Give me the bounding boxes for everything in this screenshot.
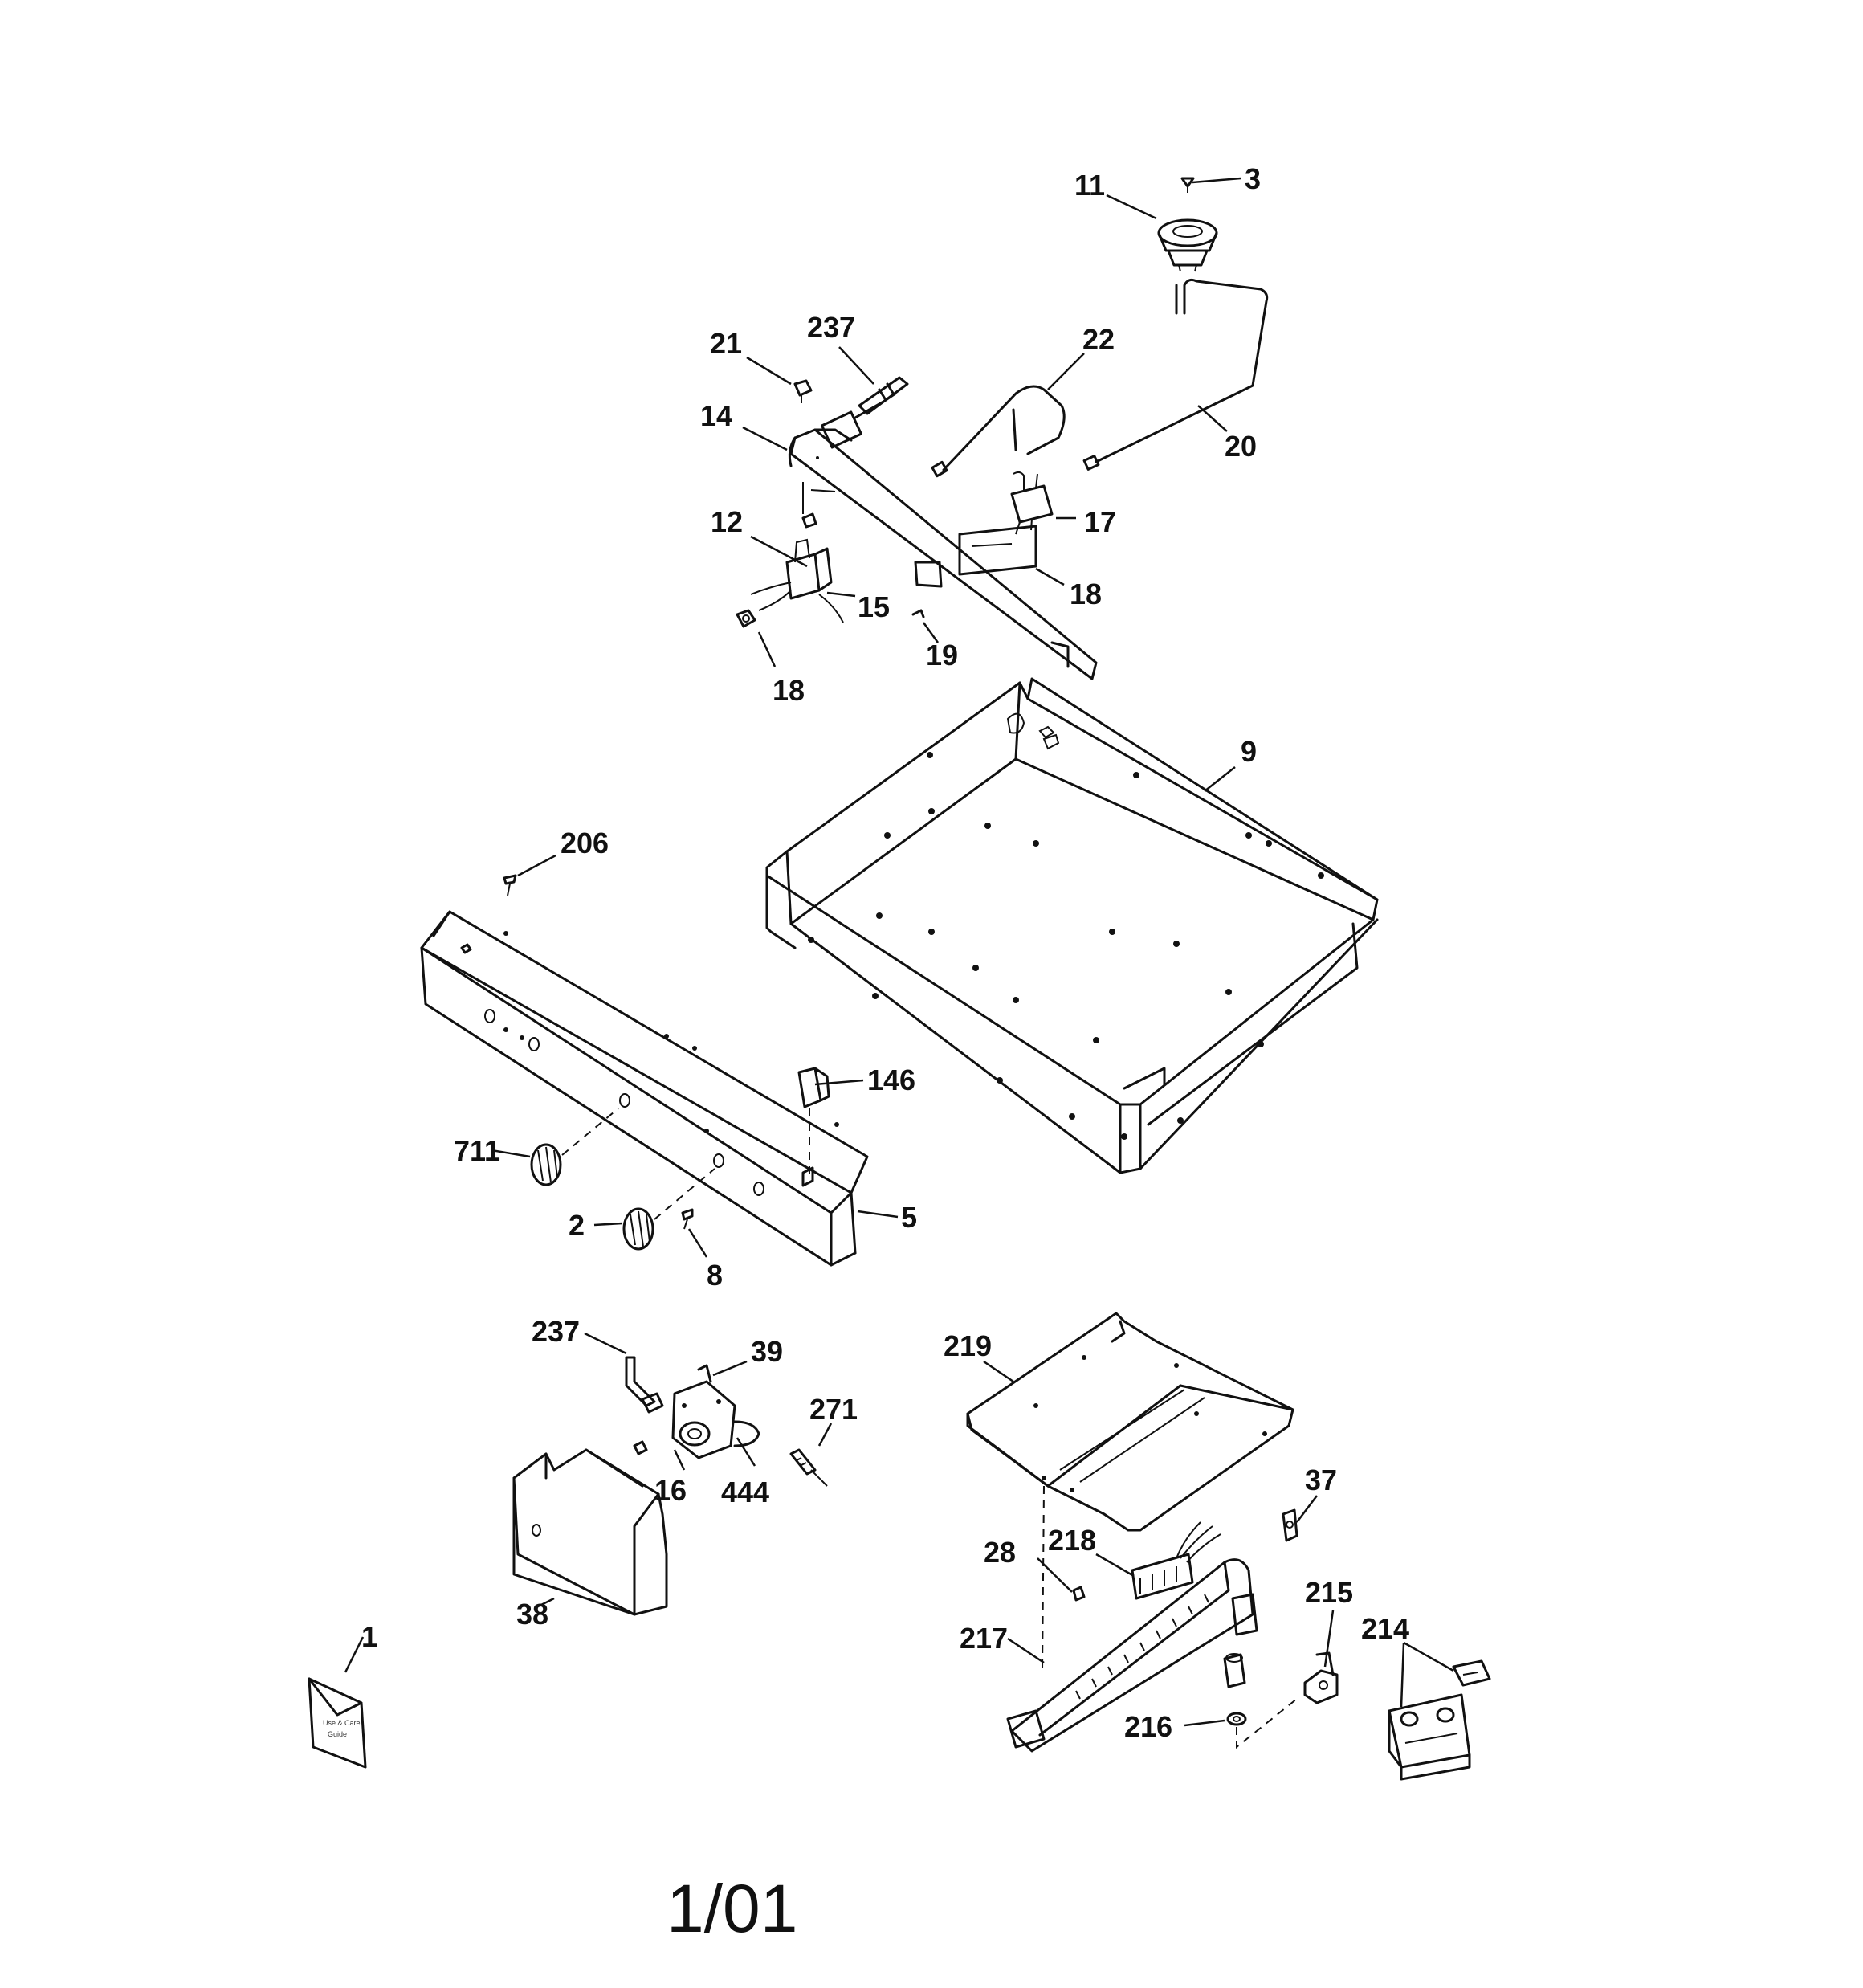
callout-146: 146 [867, 1063, 915, 1096]
callout-39: 39 [751, 1335, 783, 1368]
leader-lines [344, 177, 1454, 1727]
part-17-igniter-switch [1010, 471, 1054, 535]
part-237-orifice-top [858, 376, 909, 415]
part-214-spark-module [1388, 1659, 1491, 1781]
part-14-burner-tube [788, 392, 1098, 680]
part-9-burner-box-tray [765, 677, 1379, 1174]
part-217-burner-tube [1006, 1558, 1258, 1753]
callout-20: 20 [1225, 430, 1257, 463]
part-711-knob [530, 1143, 562, 1186]
callout-214: 214 [1361, 1612, 1409, 1645]
callout-217: 217 [960, 1622, 1008, 1655]
callout-3: 3 [1245, 162, 1261, 195]
part-38-valve-cover [512, 1448, 668, 1616]
callout-8: 8 [707, 1259, 723, 1292]
callout-38: 38 [516, 1598, 548, 1631]
callout-5: 5 [901, 1201, 917, 1234]
part-219-burner-shield [966, 1312, 1294, 1532]
part-18-nut-left [736, 609, 756, 628]
callout-2: 2 [569, 1209, 585, 1242]
part-5-control-panel [420, 910, 869, 1267]
callout-206: 206 [561, 827, 609, 859]
part-18-bracket-right [958, 525, 1037, 576]
part-3-screw [1180, 177, 1195, 193]
callout-215: 215 [1305, 1576, 1353, 1609]
part-28-screw [1072, 1586, 1086, 1602]
callout-16: 16 [654, 1474, 687, 1507]
callout-218: 218 [1048, 1524, 1096, 1557]
leader-dash-2 [654, 1168, 715, 1220]
manual-bag-line-1: Use & Care [323, 1719, 361, 1727]
callout-22: 22 [1082, 323, 1115, 356]
leader-dash-219 [1042, 1485, 1045, 1672]
callout-11: 11 [1074, 169, 1105, 202]
callout-12: 12 [711, 505, 743, 538]
callout-37: 37 [1305, 1463, 1337, 1496]
part-11-burner-head [1157, 218, 1218, 272]
part-2-knob [622, 1207, 654, 1251]
callout-271: 271 [809, 1393, 858, 1426]
callout-219: 219 [944, 1329, 992, 1362]
part-37-tab [1282, 1508, 1298, 1542]
part-271-thermocouple [789, 1448, 828, 1487]
callout-17: 17 [1084, 505, 1116, 538]
callout-1: 1 [361, 1620, 377, 1653]
part-215-bracket [1303, 1651, 1339, 1704]
leader-dash-711 [561, 1108, 619, 1156]
callout-711: 711 [454, 1134, 500, 1167]
callout-9: 9 [1241, 735, 1257, 768]
part-8-screw [681, 1208, 694, 1230]
manual-bag-line-2: Guide [328, 1730, 347, 1738]
callout-216: 216 [1124, 1710, 1172, 1743]
part-16-screw [633, 1440, 648, 1455]
callout-28: 28 [984, 1536, 1016, 1569]
footer-date-code: 1/01 [667, 1871, 798, 1946]
part-21-nut [793, 379, 813, 403]
part-216-ignitor-electrode [1223, 1653, 1247, 1726]
part-19-screw [911, 609, 925, 618]
callout-18-right: 18 [1070, 578, 1102, 610]
part-146-clip [797, 1067, 830, 1108]
callout-444: 444 [721, 1476, 769, 1508]
callout-18-left: 18 [773, 674, 805, 707]
callout-21: 21 [710, 327, 742, 360]
part-237-orifice-lower [625, 1356, 664, 1414]
callout-labels: 3 11 21 237 22 14 20 12 17 15 18 19 18 9… [361, 162, 1409, 1743]
part-12-igniter [750, 512, 844, 623]
part-20-gas-tube [1082, 278, 1269, 471]
callout-15: 15 [858, 590, 890, 623]
part-218-igniter-block [1131, 1521, 1221, 1600]
callout-19: 19 [926, 639, 958, 672]
part-206-screw [503, 874, 517, 896]
callout-237-lower: 237 [532, 1315, 580, 1348]
leader-dash-216 [1236, 1698, 1298, 1749]
callout-14: 14 [700, 399, 732, 432]
part-1-manual-bag: Use & Care Guide [308, 1677, 367, 1769]
part-39-valve [671, 1364, 760, 1459]
callout-237-top: 237 [807, 311, 855, 344]
part-22-gas-tube [931, 385, 1066, 478]
